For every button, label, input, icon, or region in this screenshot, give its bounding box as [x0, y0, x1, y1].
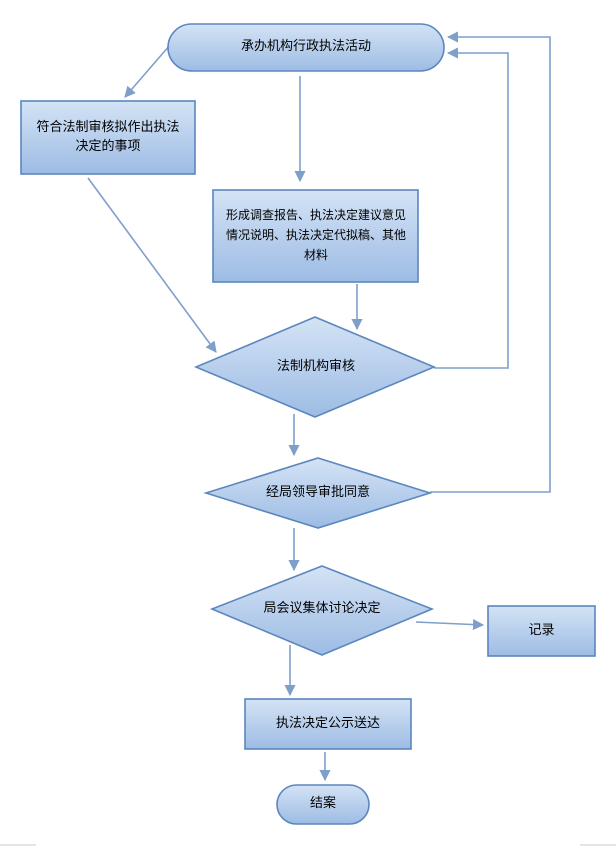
node-legal-review-shape [193, 316, 437, 418]
node-publish-shape [244, 698, 412, 750]
edge-legal-review-to-start [434, 47, 509, 369]
node-collective-discussion-shape [209, 565, 435, 656]
edge-start-to-compliance-review [124, 44, 171, 98]
node-end-shape [276, 784, 370, 825]
edge-collective-discussion-to-record [415, 618, 485, 631]
edge-compliance-review-to-legal-review [87, 177, 217, 353]
node-leader-approval-shape [203, 457, 433, 529]
node-record-shape [487, 605, 596, 657]
node-start-shape [167, 23, 445, 72]
node-materials-shape [212, 189, 419, 283]
node-compliance-review-shape [20, 100, 196, 175]
edge-leader-approval-to-start [430, 31, 551, 493]
